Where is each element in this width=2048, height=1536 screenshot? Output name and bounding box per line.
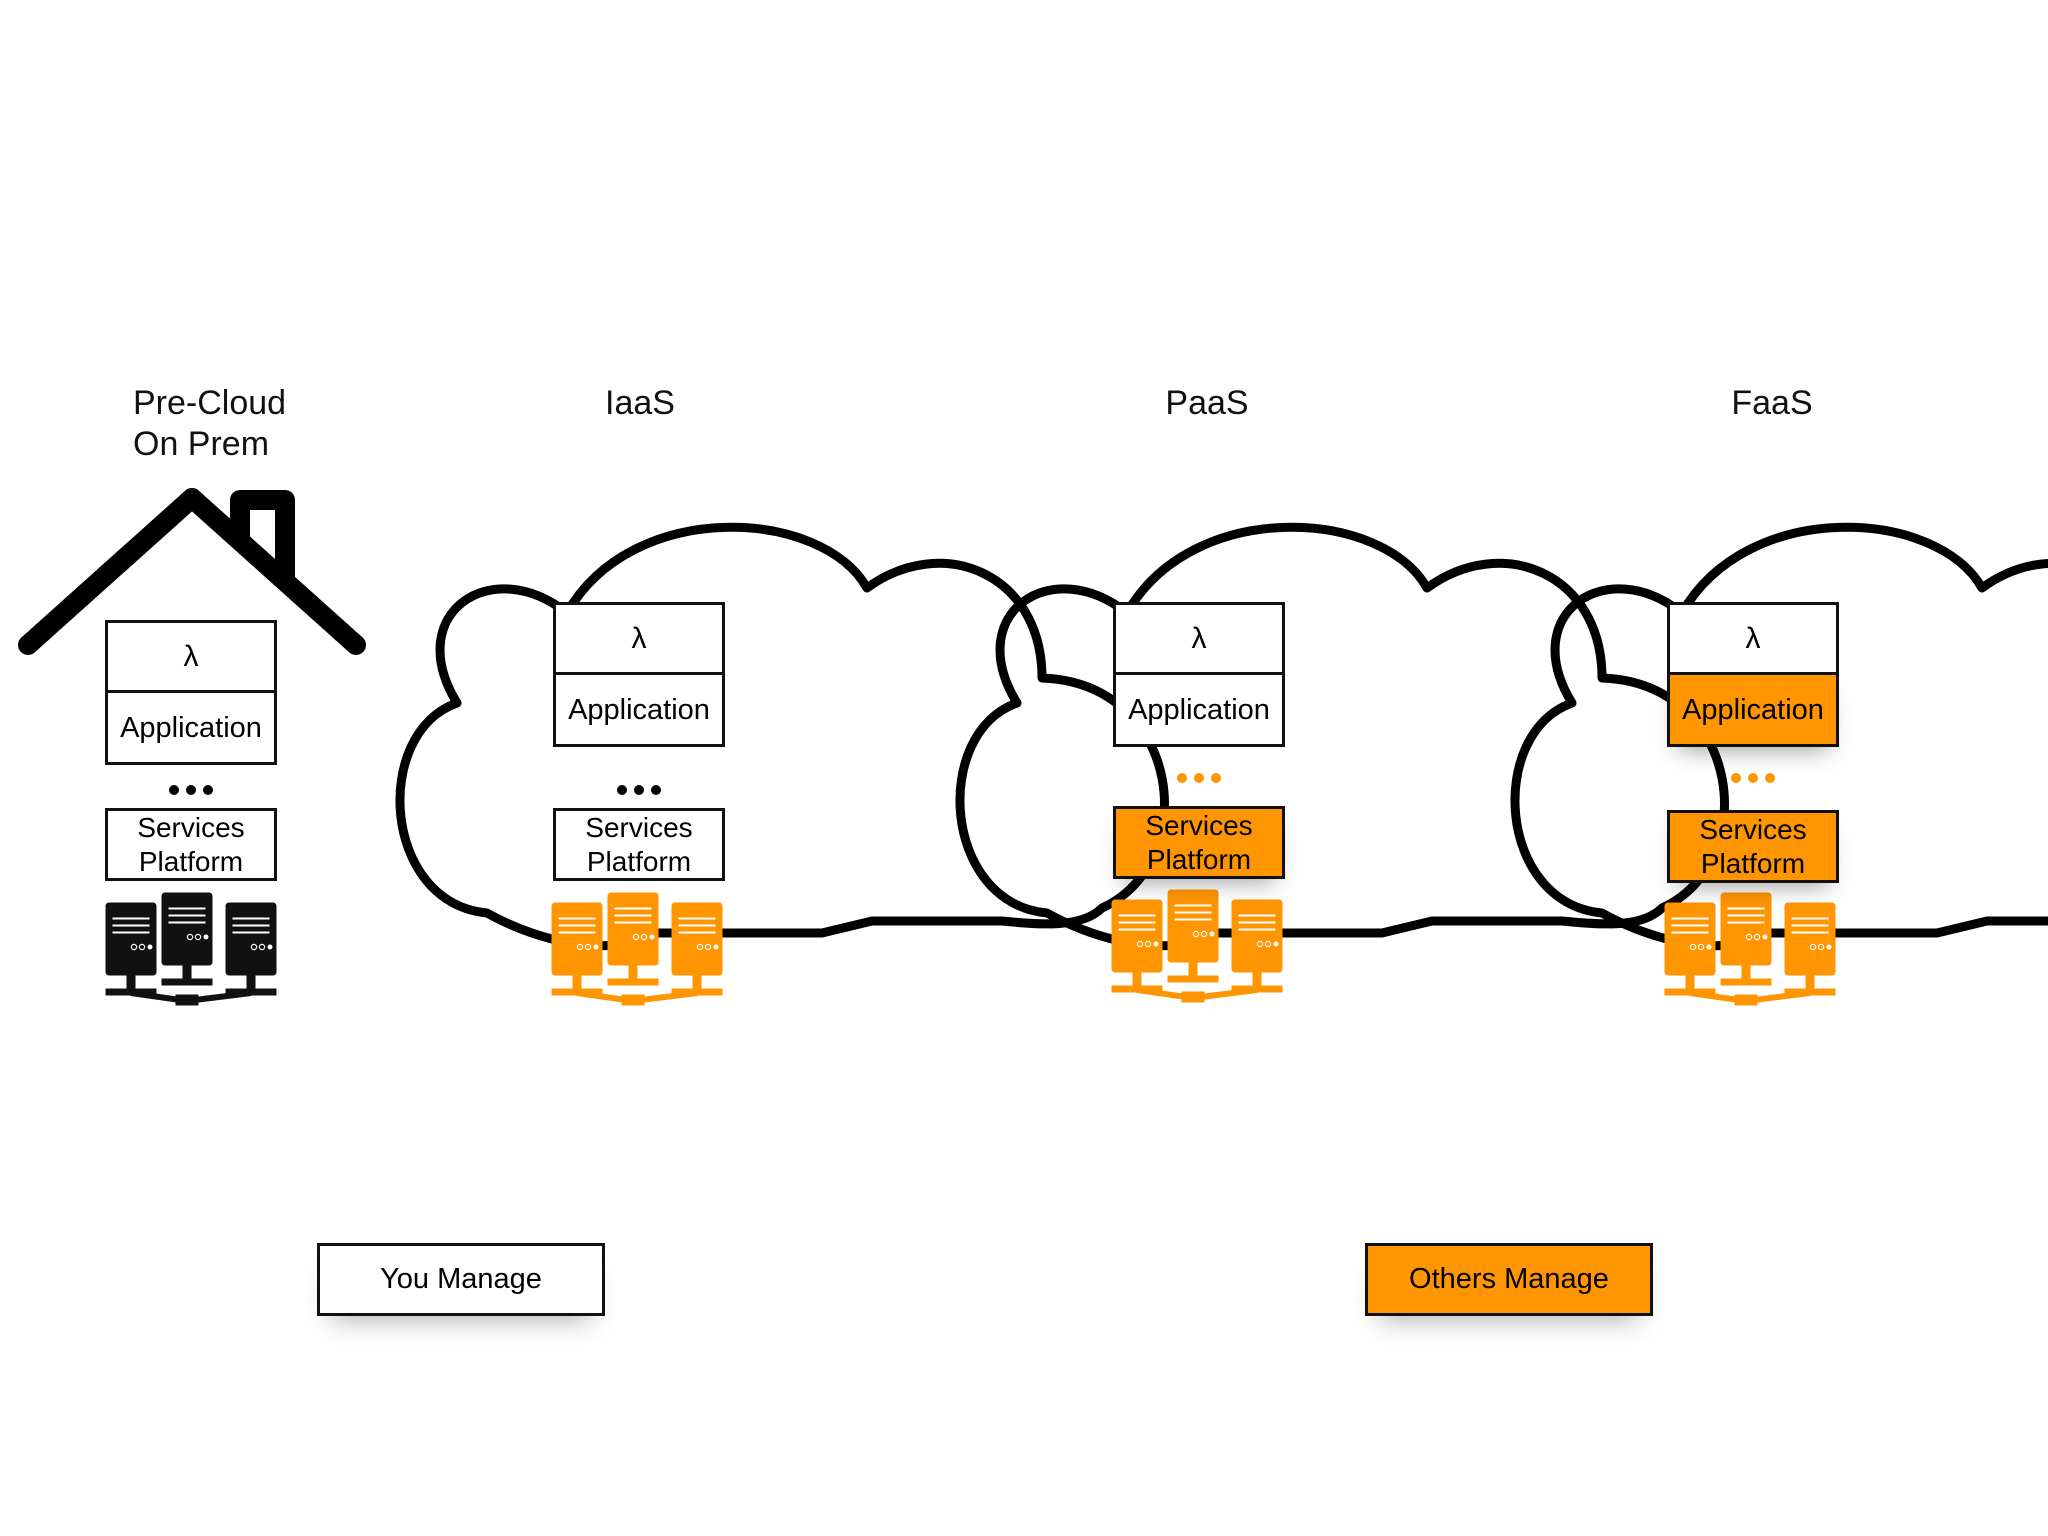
application-layer: Application	[105, 690, 277, 765]
title-pre-cloud-line1: Pre-Cloud	[133, 384, 287, 422]
services-label: Services	[1145, 809, 1253, 841]
ellipsis-dots	[1177, 773, 1221, 783]
platform-label: Platform	[1700, 847, 1806, 879]
lambda-layer: λ	[1113, 602, 1285, 675]
house-roof-icon	[18, 488, 366, 655]
services-label: Services	[137, 811, 245, 843]
title-iaas: IaaS	[605, 384, 675, 422]
title-pre-cloud: Pre-Cloud On Prem	[133, 383, 286, 465]
platform-label: Platform	[586, 845, 692, 877]
ellipsis-dots	[169, 785, 213, 795]
application-layer: Application	[553, 672, 725, 747]
platform-label: Platform	[1146, 843, 1252, 875]
application-layer: Application	[1667, 672, 1839, 747]
title-paas: PaaS	[1165, 384, 1249, 422]
ellipsis-dots	[617, 785, 661, 795]
server-rack-icon	[1665, 893, 1835, 1005]
platform-label: Platform	[138, 845, 244, 877]
server-rack-icon	[1112, 890, 1282, 1002]
legend-others-manage: Others Manage	[1365, 1243, 1653, 1316]
server-rack-icon	[552, 893, 722, 1005]
services-label: Services	[585, 811, 693, 843]
title-pre-cloud-line2: On Prem	[133, 425, 270, 463]
services-label: Services	[1699, 813, 1807, 845]
title-faas: FaaS	[1731, 384, 1813, 422]
lambda-layer: λ	[105, 620, 277, 693]
lambda-layer: λ	[1667, 602, 1839, 675]
lambda-layer: λ	[553, 602, 725, 675]
legend-you-manage: You Manage	[317, 1243, 605, 1316]
server-rack-icon	[106, 893, 276, 1005]
application-layer: Application	[1113, 672, 1285, 747]
ellipsis-dots	[1731, 773, 1775, 783]
